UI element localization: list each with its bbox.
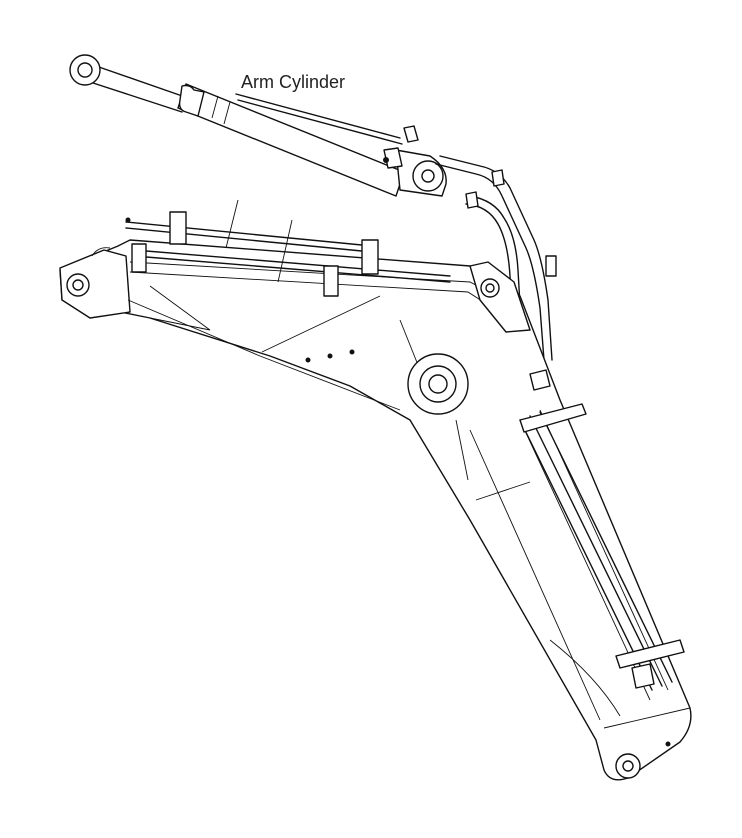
arm-cylinder (69, 54, 447, 197)
leader-lines (225, 199, 293, 283)
boom-body (59, 239, 692, 781)
boom-pipes (125, 211, 685, 691)
arm-cylinder-label: Arm Cylinder (241, 72, 346, 92)
hydraulic-hoses (435, 155, 557, 361)
